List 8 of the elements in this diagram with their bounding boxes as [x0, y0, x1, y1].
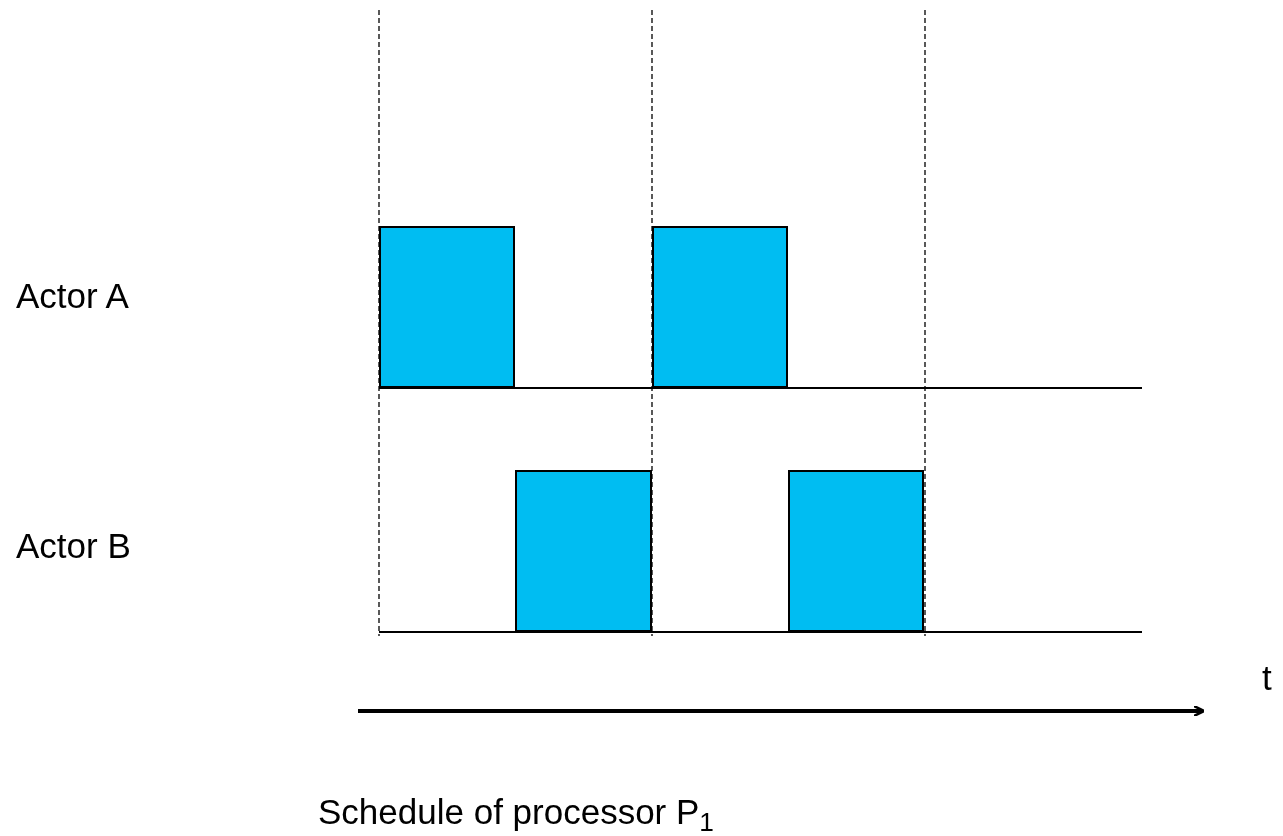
- time-slot-block: [379, 226, 515, 388]
- time-slot-block: [652, 226, 788, 388]
- row-label: Actor B: [16, 525, 131, 567]
- axis-label: t: [1262, 657, 1272, 699]
- row-label: Actor A: [16, 275, 129, 317]
- time-slot-block: [788, 470, 924, 632]
- caption: Schedule of processor P$_{1}$: [318, 791, 714, 834]
- time-slot-block: [515, 470, 652, 632]
